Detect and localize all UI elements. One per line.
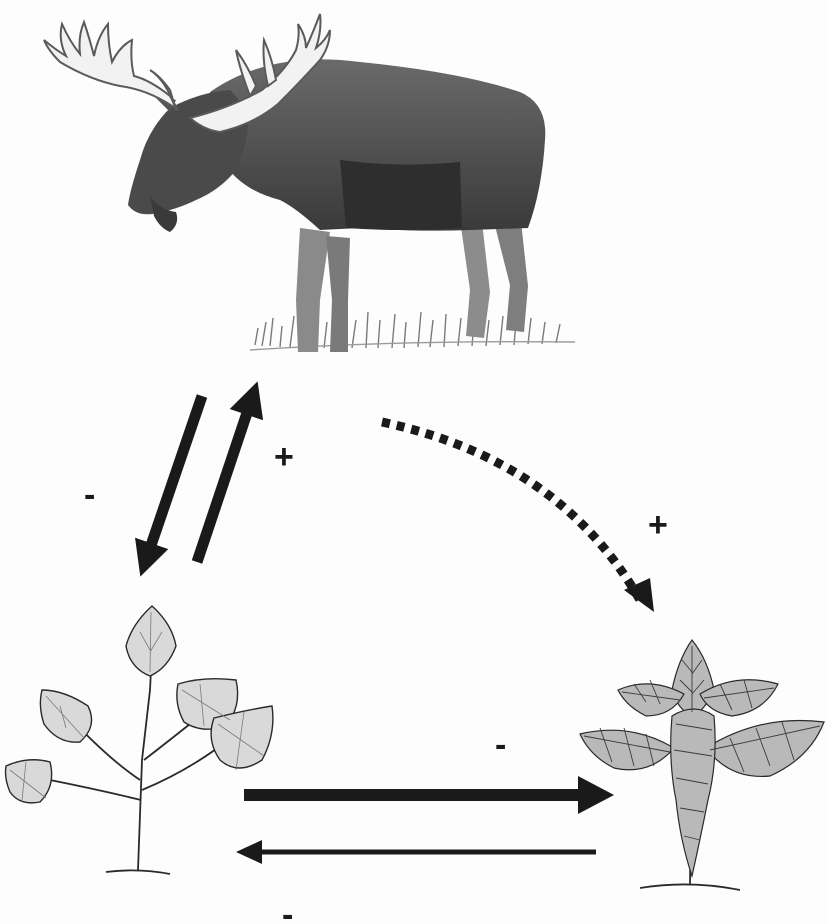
moose-icon [44,14,575,352]
sign-moose-to-aspen: - [84,478,95,512]
arrow-aspen-to-moose [197,398,252,562]
spruce-sapling-icon [580,640,824,890]
arrow-spruce-to-aspen-head [236,840,262,864]
arrow-moose-to-aspen [146,396,202,560]
aspen-sapling-icon [6,606,273,874]
arrow-aspen-to-spruce-head [578,776,614,814]
sign-spruce-to-aspen: - [282,898,293,924]
arrows-group [146,396,654,864]
arrow-moose-to-spruce [382,422,640,600]
sign-aspen-to-spruce: - [495,728,506,762]
sign-aspen-to-moose: + [274,440,294,474]
sign-moose-to-spruce: + [648,508,668,542]
